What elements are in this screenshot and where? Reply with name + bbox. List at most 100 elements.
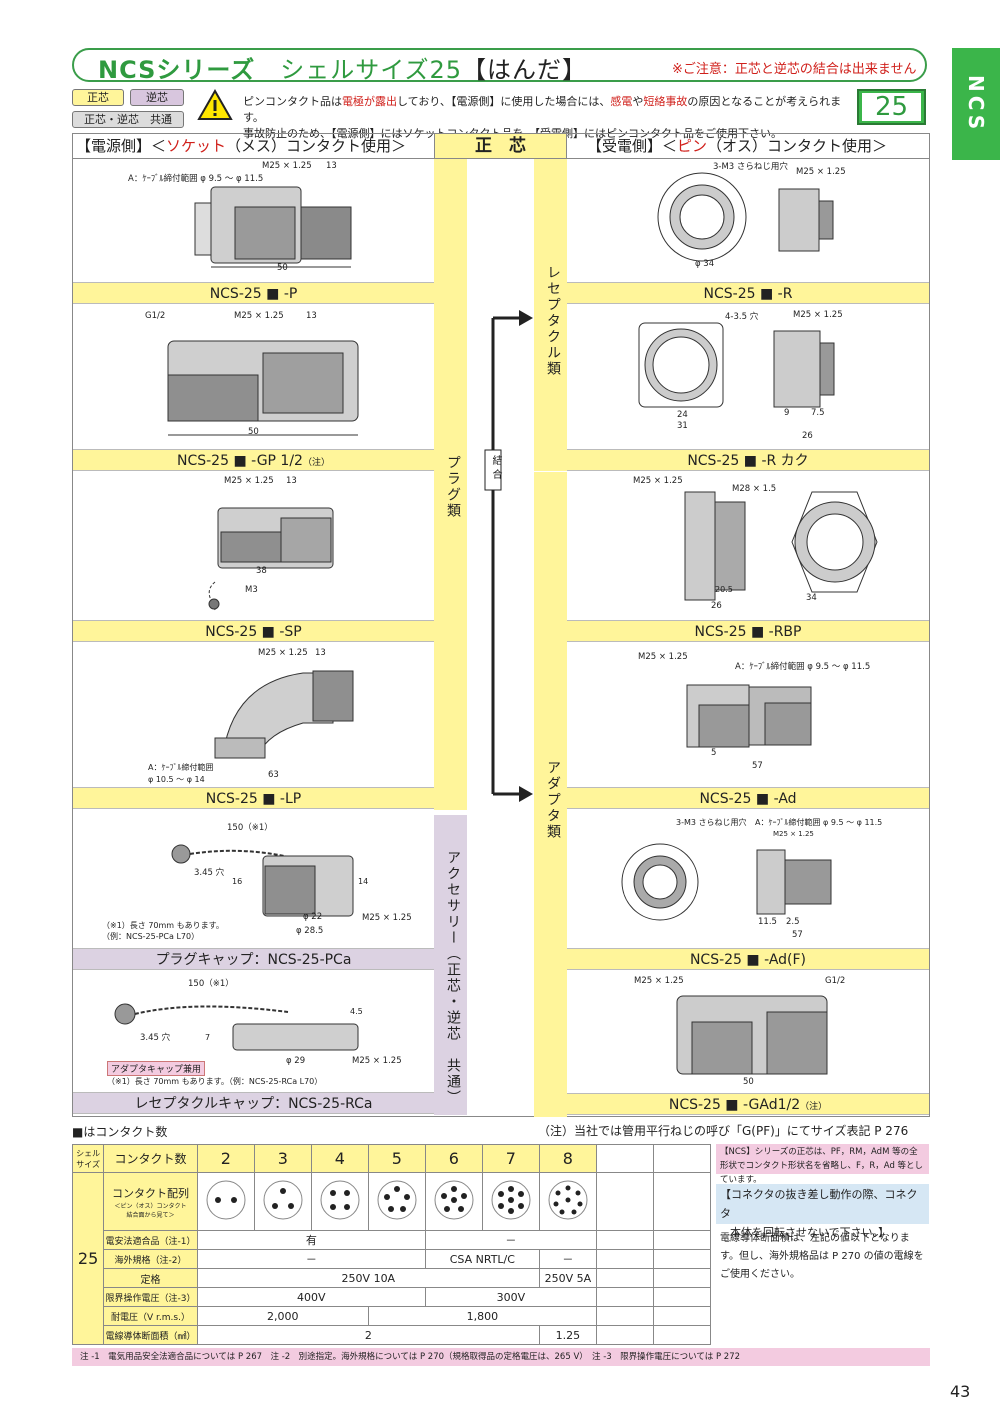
right-column-header: 【受電側】＜ピン（オス）コンタクト使用＞ bbox=[587, 137, 888, 155]
arrangement-4 bbox=[310, 1172, 369, 1231]
label-ncs-25-gad: NCS-25 ■ -GAd1/2（注） bbox=[567, 1093, 929, 1115]
dim-rca-d29: φ 29 bbox=[286, 1056, 306, 1066]
dim-rca-150: 150（※1） bbox=[188, 979, 234, 989]
arrangement-3 bbox=[253, 1172, 312, 1231]
badge-gyakushin: 逆芯 bbox=[130, 89, 184, 106]
arrangement-6 bbox=[424, 1172, 483, 1231]
dim-sp-13: 13 bbox=[286, 476, 297, 486]
dim-rk-m25: M25 × 1.25 bbox=[793, 310, 843, 320]
receptacle-strip bbox=[534, 159, 567, 471]
left-column-header: 【電源側】＜ソケット（メス）コンタクト使用＞ bbox=[76, 137, 407, 155]
plug-strip bbox=[434, 159, 467, 810]
dim-gp-13: 13 bbox=[306, 311, 317, 321]
row-rating-label: 定格 bbox=[103, 1268, 198, 1288]
row-limit-a: 400V bbox=[196, 1287, 426, 1307]
dim-rbp-34: 34 bbox=[806, 593, 817, 603]
receptacle-label: レセプタクル類 bbox=[545, 265, 561, 377]
dim-adf-cable: A：ｹｰﾌﾞﾙ締付範囲 φ 9.5 〜 φ 11.5 bbox=[755, 818, 883, 827]
th-count-7: 7 bbox=[481, 1144, 540, 1173]
th-count-3: 3 bbox=[253, 1144, 312, 1173]
arrangement-5 bbox=[367, 1172, 426, 1231]
label-ncs-25-r-kaku: NCS-25 ■ -R カク bbox=[567, 449, 929, 471]
row-wire-b: 1.25 bbox=[538, 1325, 597, 1345]
row-withstand-a: 2,000 bbox=[196, 1306, 369, 1326]
rca-note: （※1）長さ 70mm もあります。（例：NCS-25-RCa L70） bbox=[107, 1077, 323, 1086]
row-limit-b: 300V bbox=[424, 1287, 597, 1307]
dim-rca-45: 4.5 bbox=[350, 1007, 363, 1016]
row-wire-label: 電線導体断面積（㎟） bbox=[103, 1325, 198, 1345]
th-count-2: 2 bbox=[196, 1144, 255, 1173]
drawing-ncs-25-sp bbox=[208, 507, 334, 611]
center-column-header: 正 芯 bbox=[434, 134, 567, 158]
warning-icon bbox=[197, 89, 233, 120]
label-ncs-25-gp: NCS-25 ■ -GP 1/2（注） bbox=[73, 449, 434, 471]
spec-table: シェルサイズ コンタクト数 2 3 4 5 6 7 8 25 コンタクト配列＜ピ… bbox=[71, 1144, 712, 1345]
dim-gad-g12: G1/2 bbox=[825, 976, 846, 986]
dim-gp-50: 50 bbox=[248, 427, 259, 437]
drawing-ncs-25-ad bbox=[686, 684, 812, 748]
connection-arrows bbox=[484, 310, 533, 802]
dim-rbp-26: 26 bbox=[711, 601, 722, 611]
dim-pca-16: 16 bbox=[232, 877, 243, 886]
dim-rbp-m25: M25 × 1.25 bbox=[633, 476, 683, 486]
dim-pca-14: 14 bbox=[358, 877, 369, 886]
dim-adf-25: 2.5 bbox=[786, 917, 800, 927]
label-ncs-25-ad: NCS-25 ■ -Ad bbox=[567, 787, 929, 809]
dim-adf-m3-hole: 3-M3 さらねじ用穴 bbox=[676, 818, 747, 827]
shell-size-cell: 25 bbox=[71, 1172, 105, 1345]
arrangement-8 bbox=[538, 1172, 597, 1231]
dim-pca-hole: 3.45 穴 bbox=[194, 868, 225, 878]
dim-rk-31: 31 bbox=[677, 421, 688, 431]
dim-pca-d28-5: φ 28.5 bbox=[296, 926, 324, 936]
dim-adf-m25: M25 × 1.25 bbox=[773, 830, 814, 838]
dim-adf-57: 57 bbox=[792, 930, 803, 940]
dim-rk-75: 7.5 bbox=[811, 408, 825, 418]
note-blue: 【コネクタの抜き差し動作の際、コネクタ本体を回転させないで下さい。】 bbox=[716, 1184, 929, 1239]
dim-rk-26: 26 bbox=[802, 431, 813, 441]
dim-rbp-205: 20.5 bbox=[715, 585, 733, 594]
contact-heading: ■はコンタクト数 bbox=[72, 1125, 168, 1139]
dim-r-m25: M25 × 1.25 bbox=[796, 167, 846, 177]
accessory-strip bbox=[434, 815, 467, 1115]
row-kaigai-a: － bbox=[196, 1249, 426, 1269]
accessory-label: アクセサリー（正芯・逆芯 共通） bbox=[445, 850, 461, 1106]
arrangement-7 bbox=[481, 1172, 540, 1231]
plug-label: プラグ類 bbox=[445, 455, 461, 519]
label-receptacle-cap: レセプタクルキャップ：NCS-25-RCa bbox=[73, 1092, 434, 1114]
dim-adf-115: 11.5 bbox=[758, 917, 777, 927]
row-withstand-label: 耐電圧（V r.m.s.） bbox=[103, 1306, 198, 1326]
note-pink: 【NCS】シリーズの正芯は、PF，RM，AdM 等の全形状でコンタクト形状名を省… bbox=[716, 1144, 929, 1185]
label-ncs-25-sp: NCS-25 ■ -SP bbox=[73, 620, 434, 642]
dim-rca-m25: M25 × 1.25 bbox=[352, 1056, 402, 1066]
dim-p-cable: A：ｹｰﾌﾞﾙ締付範囲 φ 9.5 〜 φ 11.5 bbox=[128, 174, 264, 184]
dim-gad-50: 50 bbox=[743, 1077, 754, 1087]
label-plug-cap: プラグキャップ：NCS-25-PCa bbox=[73, 948, 434, 970]
row-rating-a: 250V 10A bbox=[196, 1268, 540, 1288]
row-limit-label: 限界操作電圧（注-3） bbox=[103, 1287, 198, 1307]
pca-note1: （※1）長さ 70mm もあります。 bbox=[102, 921, 224, 930]
row-kaigai-c: － bbox=[538, 1249, 597, 1269]
page-title: NCSシリーズ シェルサイズ25【はんだ】 bbox=[98, 56, 588, 84]
arrangement-2 bbox=[196, 1172, 255, 1231]
label-ncs-25-rbp: NCS-25 ■ -RBP bbox=[567, 620, 929, 642]
arrangement-label: コンタクト配列＜ピン（オス）コンタクト結合面から見て＞ bbox=[103, 1172, 198, 1231]
dim-sp-m25: M25 × 1.25 bbox=[224, 476, 274, 486]
drawing-ncs-25-r-kaku bbox=[638, 322, 835, 408]
drawing-ncs-25-gad bbox=[676, 995, 828, 1075]
dim-ad-57: 57 bbox=[752, 761, 763, 771]
drawing-ncs-25-lp bbox=[214, 670, 354, 759]
pca-note2: （例：NCS-25-PCa L70） bbox=[102, 932, 200, 941]
drawing-ncs-25-ad-f bbox=[621, 843, 832, 921]
dim-r-m3-hole: 3-M3 さらねじ用穴 bbox=[713, 162, 788, 172]
drawing-receptacle-cap bbox=[114, 1003, 359, 1051]
header-divider bbox=[72, 158, 930, 159]
dim-rk-hole: 4-3.5 穴 bbox=[725, 312, 759, 322]
row-wire-a: 2 bbox=[196, 1325, 540, 1345]
adapter-label: アダプタ類 bbox=[545, 760, 561, 840]
dim-p-50: 50 bbox=[277, 263, 288, 273]
shell-size-badge: 25 bbox=[857, 89, 926, 125]
dim-p-13: 13 bbox=[326, 161, 337, 171]
footnote-bar: 注 -1 電気用品安全法適合品については P 267 注 -2 別途指定。海外規… bbox=[72, 1348, 930, 1366]
row-denan-yes: 有 bbox=[196, 1230, 426, 1250]
dim-pca-m25: M25 × 1.25 bbox=[362, 913, 412, 923]
